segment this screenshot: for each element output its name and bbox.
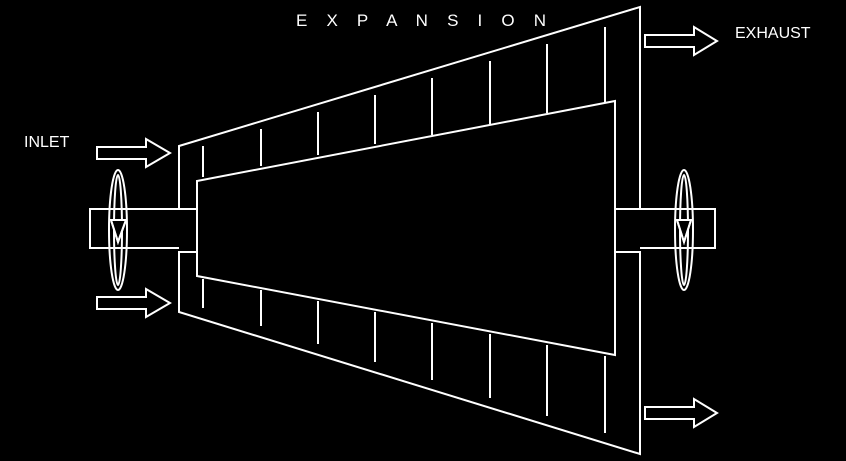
inlet-arrow-top-icon [97,139,170,167]
inlet-arrow-bottom-icon [97,289,170,317]
lower-blades [203,279,605,433]
inlet-label: INLET [24,134,70,151]
exhaust-arrow-top-icon [645,27,717,55]
diagram-title: E X P A N S I O N [296,11,554,30]
upper-blades [203,27,605,177]
rotor-hub [197,101,615,355]
left-rotation-icon [109,170,127,290]
left-shaft [89,208,179,249]
right-shaft [640,208,716,249]
exhaust-label: EXHAUST [735,25,811,42]
exhaust-arrow-bottom-icon [645,399,717,427]
right-rotation-icon [675,170,693,290]
turbine-casing [179,7,640,454]
